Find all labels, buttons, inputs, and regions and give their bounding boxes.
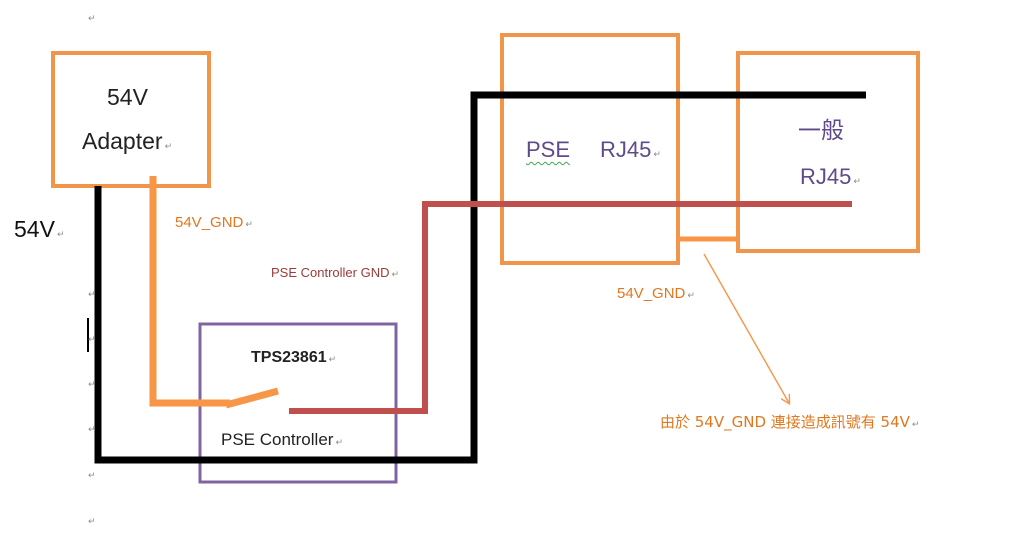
- paragraph-mark: ↵: [911, 420, 920, 430]
- 54v-wire: [94, 91, 866, 464]
- paragraph-mark: ↵: [391, 270, 400, 280]
- pse-rj45-box: [500, 33, 680, 265]
- chip-text: TPS23861: [251, 349, 327, 366]
- paragraph-mark: ↵: [88, 380, 96, 390]
- paragraph-mark: ↵: [88, 335, 96, 345]
- chip-label: TPS23861↵: [251, 350, 336, 366]
- annotation-arrow: [703, 253, 789, 403]
- paragraph-mark: ↵: [653, 150, 661, 160]
- 54v-line-label: 54V↵: [14, 218, 64, 241]
- adapter-name-text: Adapter: [82, 128, 163, 154]
- paragraph-mark: ↵: [88, 471, 96, 481]
- paragraph-mark: ↵: [687, 291, 695, 301]
- paragraph-mark: ↵: [164, 142, 173, 152]
- 54v-gnd-left-label: 54V_GND↵: [175, 215, 253, 230]
- paragraph-mark: ↵: [88, 425, 96, 435]
- pse-controller-gnd-text: PSE Controller GND: [271, 265, 390, 280]
- pse-rj45-rj45-label: RJ45↵: [600, 139, 661, 161]
- pse-rj45-rj45-text: RJ45: [600, 137, 652, 162]
- adapter-box: [51, 51, 211, 188]
- paragraph-mark: ↵: [853, 177, 861, 187]
- general-rj45-label: RJ45↵: [800, 166, 861, 188]
- paragraph-mark: ↵: [88, 290, 96, 300]
- paragraph-mark: ↵: [335, 438, 343, 448]
- 54v-gnd-right-text: 54V_GND: [617, 285, 686, 302]
- paragraph-mark: ↵: [88, 14, 96, 24]
- paragraph-mark: ↵: [245, 220, 253, 230]
- adapter-voltage-label: 54V: [107, 84, 148, 110]
- annotation-note-label: 由於 54V_GND 連接造成訊號有 54V↵: [660, 415, 919, 430]
- pse-controller-text: PSE Controller: [221, 430, 334, 449]
- paragraph-mark: ↵: [328, 355, 337, 365]
- pse-controller-gnd-label: PSE Controller GND↵: [271, 266, 399, 280]
- general-rj45-name-label: 一般: [798, 118, 844, 144]
- general-rj45-box: [736, 51, 920, 253]
- pse-controller-label: PSE Controller↵: [221, 431, 343, 448]
- pse-rj45-pse-label: PSE: [526, 137, 571, 162]
- annotation-note-text: 由於 54V_GND 連接造成訊號有 54V: [660, 413, 910, 431]
- 54v-gnd-right-label: 54V_GND↵: [617, 286, 695, 301]
- pse-controller-gnd-wire: [289, 201, 852, 414]
- 54v-gnd-wire-left: [149, 176, 230, 407]
- adapter-name-label: Adapter↵: [82, 130, 172, 153]
- paragraph-mark: ↵: [88, 517, 96, 527]
- general-rj45-text: RJ45: [800, 164, 852, 189]
- switch-lever: [225, 387, 279, 409]
- 54v-gnd-left-text: 54V_GND: [175, 214, 244, 231]
- 54v-line-text: 54V: [14, 216, 55, 242]
- paragraph-mark: ↵: [56, 230, 65, 240]
